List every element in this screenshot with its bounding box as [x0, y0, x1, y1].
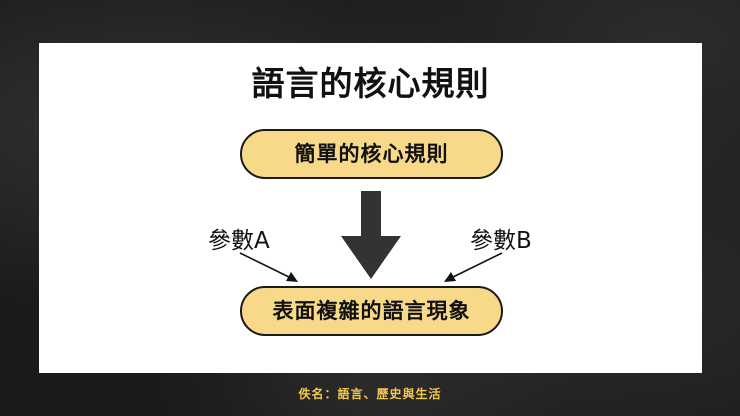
footer-credit: 佚名：語言、歷史與生活 — [298, 387, 442, 401]
surface-phenomena-box: 表面複雜的語言現象 — [240, 286, 503, 336]
param-a-label: 參數A — [208, 228, 270, 254]
slide-panel: 語言的核心規則 簡單的核心規則 參數A 參數B 表面複雜的語言現象 — [39, 43, 702, 373]
param-b-arrow-line — [448, 252, 503, 280]
main-down-arrow — [341, 191, 401, 279]
param-b-label: 參數B — [470, 228, 532, 254]
slide-title: 語言的核心規則 — [251, 64, 490, 103]
param-a-arrow-line — [239, 252, 294, 280]
param-b-arrowhead — [444, 272, 456, 282]
core-rule-box: 簡單的核心規則 — [240, 129, 503, 179]
diagram-arrows — [239, 191, 503, 282]
param-a-arrowhead — [286, 272, 298, 282]
